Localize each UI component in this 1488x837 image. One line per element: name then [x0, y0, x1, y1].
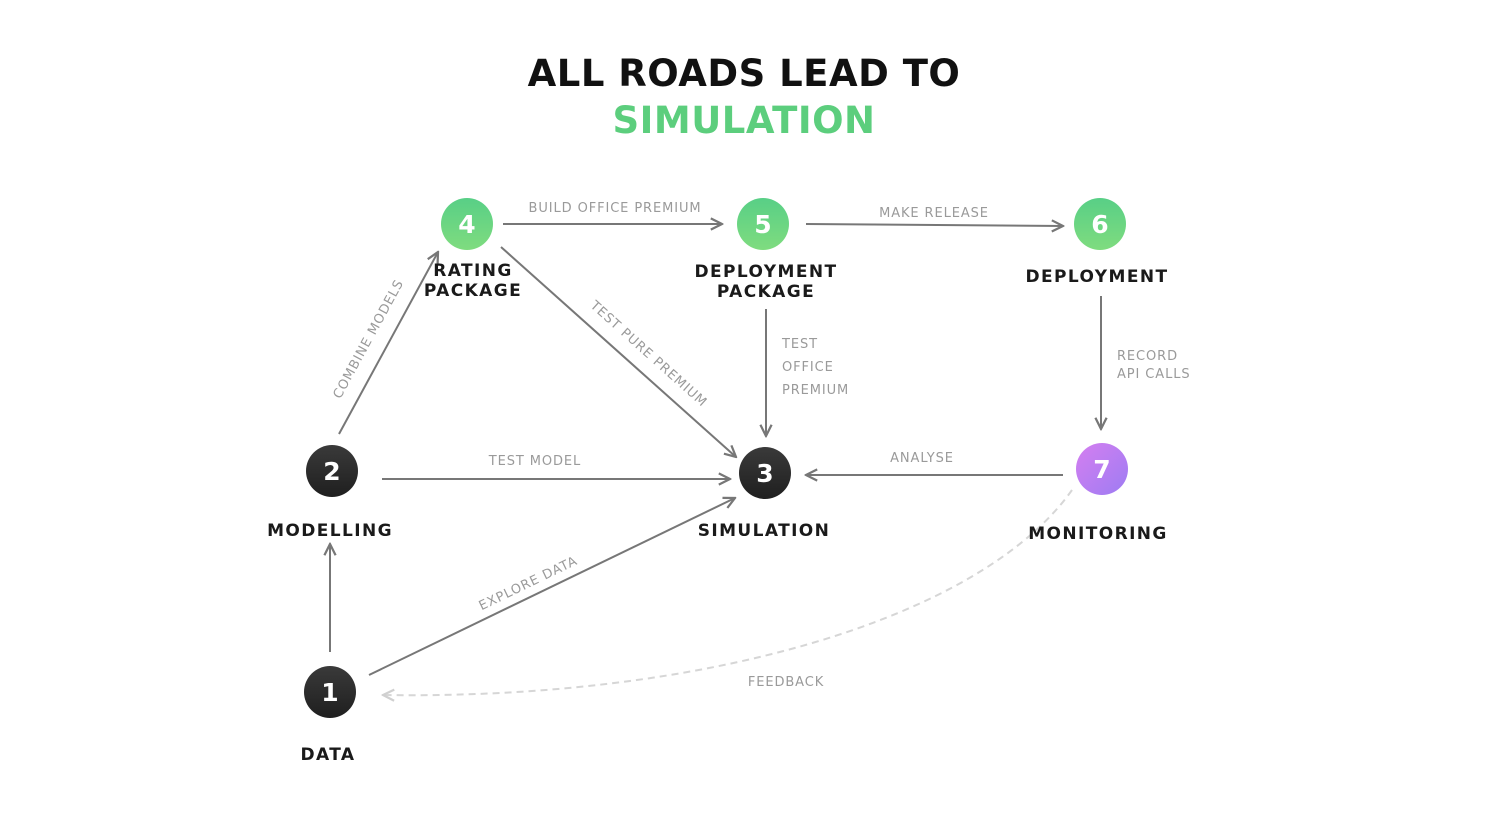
edges-layer — [330, 224, 1101, 695]
node-4-label: PACKAGE — [424, 281, 522, 301]
node-7-number: 7 — [1093, 455, 1110, 484]
edge-2-to-4-arrow — [338, 252, 438, 435]
node-5-number: 5 — [754, 210, 771, 239]
node-2-label: MODELLING — [267, 521, 393, 541]
node-2-number: 2 — [323, 457, 340, 486]
node-5-label: PACKAGE — [717, 282, 815, 302]
node-1-number: 1 — [321, 678, 338, 707]
edge-label-1-to-3: EXPLORE DATA — [477, 554, 580, 614]
edge-label-7-to-1: FEEDBACK — [748, 675, 824, 690]
nodes-layer: 1DATA2MODELLING3SIMULATION4RATINGPACKAGE… — [267, 198, 1169, 765]
node-3-circle — [739, 447, 791, 499]
edge-label-5-to-3: PREMIUM — [782, 383, 849, 398]
node-6-number: 6 — [1091, 210, 1108, 239]
edge-label-7-to-3: ANALYSE — [890, 451, 954, 466]
node-6-label: DEPLOYMENT — [1026, 267, 1169, 287]
edge-1-to-3-arrow — [368, 498, 735, 676]
edge-label-4-to-3: TEST PURE PREMIUM — [586, 298, 710, 411]
node-4-number: 4 — [458, 210, 475, 239]
edge-label-6-to-7: API CALLS — [1117, 367, 1191, 382]
node-4-label: RATING — [433, 261, 512, 281]
edge-label-2-to-4: COMBINE MODELS — [331, 277, 408, 401]
edge-7-to-1-arrow — [383, 489, 1073, 695]
edge-label-6-to-7: RECORD — [1117, 349, 1178, 364]
edge-4-to-3-arrow — [500, 246, 736, 457]
edge-label-2-to-3: TEST MODEL — [488, 454, 581, 469]
node-1-label: DATA — [301, 745, 356, 765]
node-6-circle — [1074, 198, 1126, 250]
title-line-1: ALL ROADS LEAD TO — [527, 52, 961, 95]
node-3-label: SIMULATION — [698, 521, 831, 541]
node-1-circle — [304, 666, 356, 718]
edge-label-5-to-3: OFFICE — [782, 360, 834, 375]
title-line-2: SIMULATION — [612, 99, 876, 142]
edge-label-4-to-5: BUILD OFFICE PREMIUM — [529, 201, 702, 216]
node-4-circle — [441, 198, 493, 250]
node-5-circle — [737, 198, 789, 250]
node-7-label: MONITORING — [1028, 524, 1168, 544]
node-2-circle — [306, 445, 358, 497]
node-7-circle — [1076, 443, 1128, 495]
edge-label-5-to-3: TEST — [781, 337, 818, 352]
edge-label-5-to-6: MAKE RELEASE — [879, 206, 989, 221]
node-5-label: DEPLOYMENT — [695, 262, 838, 282]
node-3-number: 3 — [756, 459, 773, 488]
edge-5-to-6-arrow — [805, 224, 1063, 226]
